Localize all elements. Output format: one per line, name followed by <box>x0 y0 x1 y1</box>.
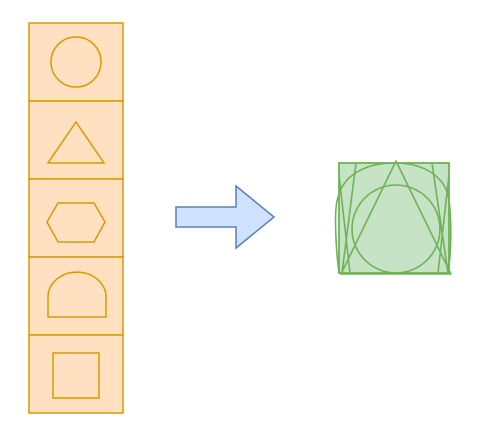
right-arrow-icon <box>175 184 276 250</box>
stack-cell-square <box>28 334 124 414</box>
merged-outline-layer <box>334 162 452 274</box>
merged-triangle-layer <box>340 160 452 275</box>
stack-cell-circle <box>28 22 124 102</box>
triangle-icon <box>46 120 106 164</box>
input-shape-stack <box>28 22 124 414</box>
half-round-icon <box>47 271 107 318</box>
square-icon <box>52 352 100 399</box>
stack-cell-triangle <box>28 100 124 180</box>
circle-icon <box>50 36 102 88</box>
stack-cell-hexagon <box>28 178 124 258</box>
merged-shapes-icon <box>334 160 452 275</box>
merged-circle-layer <box>351 184 441 274</box>
stack-cell-half-round <box>28 256 124 336</box>
merged-side-strokes <box>338 162 450 274</box>
hexagon-icon <box>46 202 106 243</box>
merged-square-layer <box>338 162 450 274</box>
